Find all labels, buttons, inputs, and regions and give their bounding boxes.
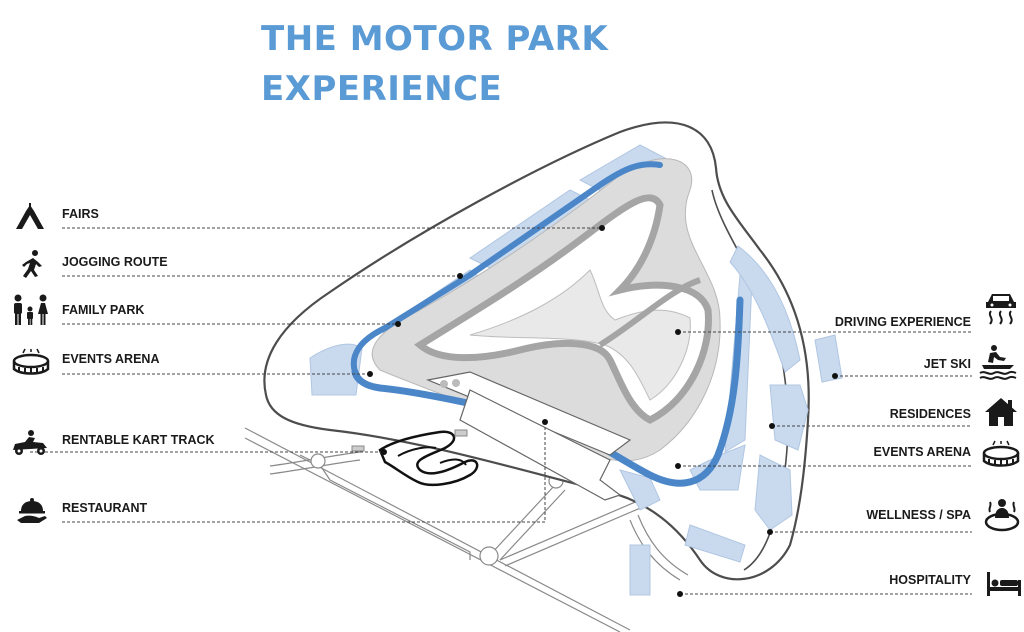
leader-dots (367, 225, 838, 597)
label-fairs: FAIRS (62, 207, 99, 221)
bed-icon (987, 572, 1021, 596)
label-residences: RESIDENCES (889, 407, 971, 421)
label-wellness-spa: WELLNESS / SPA (866, 508, 971, 522)
title-line-1: THE MOTOR PARK (261, 19, 609, 59)
label-family-park: FAMILY PARK (62, 303, 145, 317)
circuit-inner-zone (469, 269, 691, 401)
pit-complex (459, 389, 622, 501)
title-line-2: EXPERIENCE (261, 69, 503, 109)
stadium-icon (982, 440, 1020, 467)
skidding-car-icon (986, 294, 1016, 325)
go-kart-icon (13, 430, 47, 455)
circuit-link (598, 277, 701, 348)
label-events-arena-left: EVENTS ARENA (62, 352, 160, 366)
label-restaurant: RESTAURANT (62, 501, 148, 515)
circus-tent-icon (16, 203, 44, 229)
roundabout-west (310, 453, 326, 469)
kart-track (378, 430, 479, 487)
family-icon (14, 294, 48, 325)
runner-icon (22, 250, 42, 278)
jogging-route-line (350, 161, 663, 375)
label-hospitality: HOSPITALITY (889, 573, 971, 587)
jet-ski-icon (979, 345, 1017, 380)
label-driving-experience: DRIVING EXPERIENCE (834, 315, 971, 329)
spa-icon (984, 499, 1020, 532)
roundabout-south (479, 546, 499, 566)
stadium-icon (12, 348, 50, 375)
house-icon (985, 398, 1017, 426)
page-title: THE MOTOR PARK EXPERIENCE (261, 14, 608, 114)
serving-cloche-icon (17, 498, 47, 523)
label-events-arena-right: EVENTS ARENA (873, 445, 971, 459)
kart-track-inner (397, 446, 467, 466)
label-jogging-route: JOGGING ROUTE (62, 255, 168, 269)
label-jet-ski: JET SKI (923, 357, 971, 371)
label-rentable-kart-track: RENTABLE KART TRACK (62, 433, 215, 447)
leader-lines (30, 227, 972, 595)
